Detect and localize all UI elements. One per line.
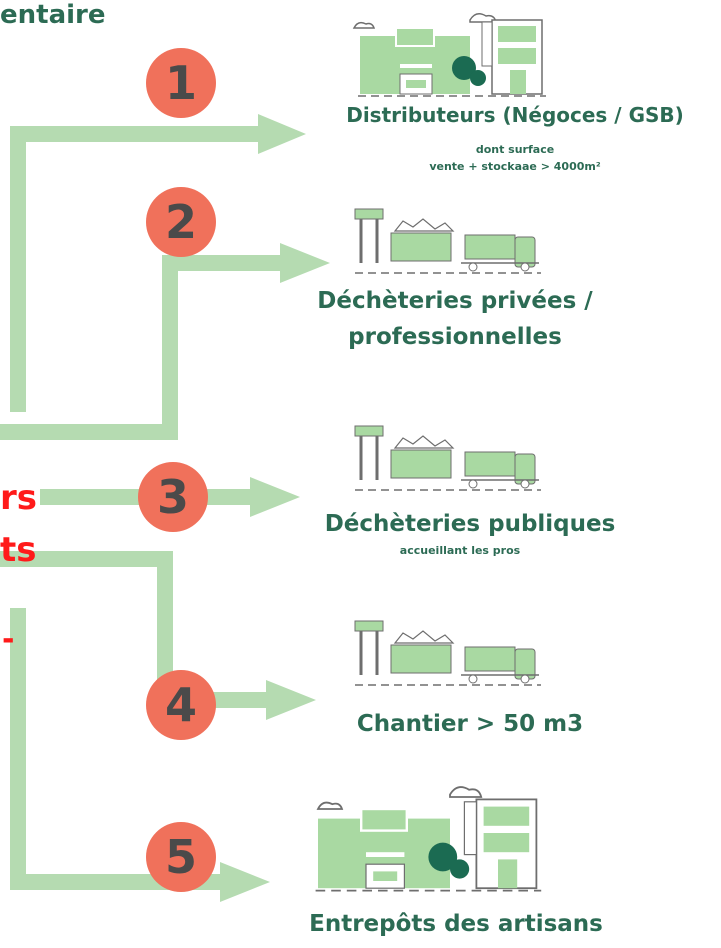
left-fragment-3: - (2, 622, 15, 657)
node-3-sublabel: accueillant les pros (399, 544, 521, 557)
step-badge-5: 5 (146, 822, 216, 892)
left-fragment-1: rs (0, 478, 38, 518)
node-4-label: Chantier > 50 m3 (356, 711, 584, 737)
step-badge-2: 2 (146, 187, 216, 257)
arrow-to-distributeurs (10, 114, 306, 412)
node-2-label-line-1: Déchèteries privées / (317, 288, 593, 314)
arrow-to-entrepots (10, 608, 270, 902)
waste-skip-illustration-3 (354, 425, 541, 491)
left-fragment-2: ts (0, 530, 37, 570)
arrow-to-chantier (0, 551, 316, 720)
store-building-illustration-5 (315, 786, 542, 892)
store-building-illustration-1 (352, 13, 546, 97)
step-badge-3: 3 (138, 462, 208, 532)
step-badge-4: 4 (146, 670, 216, 740)
node-2-label-line-2: professionnelles (348, 324, 562, 350)
step-badge-1: 1 (146, 48, 216, 118)
node-1-label: Distributeurs (Négoces / GSB) (346, 103, 684, 127)
header-title-fragment: entaire (0, 0, 106, 30)
waste-skip-illustration-2 (354, 208, 541, 274)
arrow-to-decheteries-privees (0, 243, 330, 440)
waste-skip-illustration-4 (354, 620, 541, 686)
node-3-label: Déchèteries publiques (324, 511, 616, 537)
node-5-label: Entrepôts des artisans (309, 911, 603, 937)
node-1-sublabel-2: vente + stockaae > 4000m² (429, 160, 601, 173)
node-1-sublabel-1: dont surface (475, 143, 555, 156)
